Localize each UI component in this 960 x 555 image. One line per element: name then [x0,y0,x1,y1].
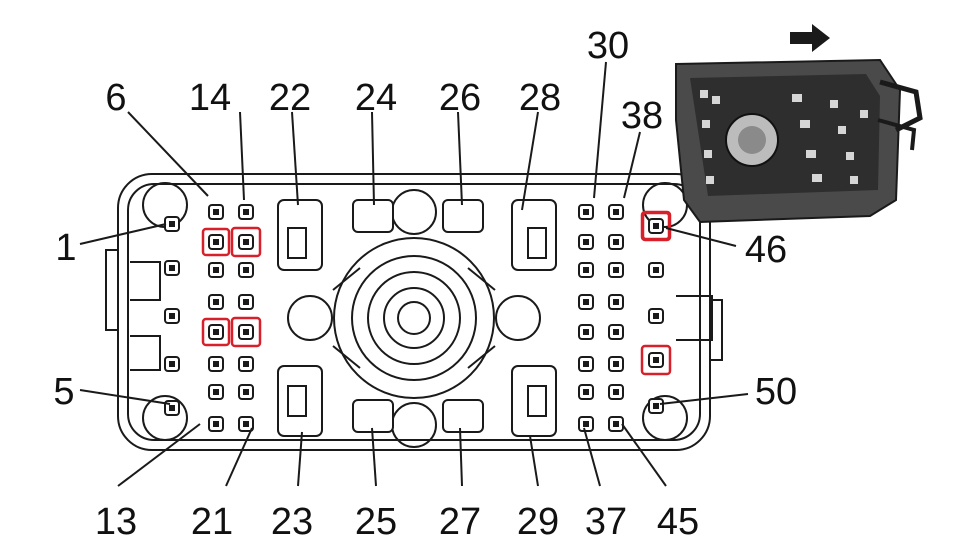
arrow-right-icon [790,24,830,52]
pin-label-24: 24 [355,77,397,119]
pin-cavity [208,356,224,372]
highlighted-pin-box [640,210,672,242]
cavity-27 [442,399,484,433]
pin-cavity [201,317,231,347]
pin-label-50: 50 [755,371,797,413]
pin-label-46: 46 [745,229,787,271]
pin-cavity [164,216,180,232]
pin-cavity [578,294,594,310]
pin-label-21: 21 [191,501,233,543]
pin-labels-left: 1 5 [53,227,76,413]
highlight-box [201,227,231,257]
pin-cavity [238,356,254,372]
pin-cavity [164,260,180,276]
pin-cavity [578,324,594,340]
pin-label-27: 27 [439,501,481,543]
pin-label-6: 6 [105,77,126,119]
pin-cavity [578,204,594,220]
pin-label-30: 30 [587,25,629,67]
pin-cavity [608,204,624,220]
pin-label-23: 23 [271,501,313,543]
pin-label-29: 29 [517,501,559,543]
pin-cavity [608,384,624,400]
pin-cavity [578,234,594,250]
pin-labels-right: 46 50 [745,229,797,413]
connector-photo-icon [675,58,923,224]
pin-label-1: 1 [55,227,76,269]
highlighted-pin-box [640,344,672,376]
pin-label-5: 5 [53,371,74,413]
pin-label-25: 25 [355,501,397,543]
pin-cavity [608,234,624,250]
pin-label-45: 45 [657,501,699,543]
pin-cavity [238,262,254,278]
pin-label-22: 22 [269,77,311,119]
pin-cavity [208,204,224,220]
leader-lines [79,61,749,487]
pin-label-13: 13 [95,501,137,543]
pin-cavity [648,352,664,368]
cavity-25 [352,399,394,433]
cavity-26 [442,199,484,233]
pin-cavity [648,308,664,324]
connector-housing [105,173,723,451]
pin-cavity [578,384,594,400]
pin-labels-top: 6 14 22 24 26 28 30 38 [105,25,663,137]
highlighted-pin-box [230,226,262,258]
pin-cavity [201,227,231,257]
pin-cavity [238,294,254,310]
pin-cavity [608,416,624,432]
pin-cavity [608,262,624,278]
pin-cavities [164,204,672,432]
pin-label-14: 14 [189,77,231,119]
pin-cavity [608,356,624,372]
highlighted-pin-box [230,316,262,348]
highlight-box [201,317,231,347]
pin-cavity [608,294,624,310]
pin-cavity [238,234,254,250]
pin-cavity [238,416,254,432]
pin-cavity [608,324,624,340]
pin-cavity [578,356,594,372]
pin-cavity [238,384,254,400]
pin-cavity [208,294,224,310]
pin-cavity [648,262,664,278]
center-shroud [287,189,541,448]
pin-cavity [164,356,180,372]
pin-cavity [208,416,224,432]
pin-cavity [648,398,664,414]
large-terminal-cavities [277,199,557,437]
pin-cavity [578,416,594,432]
pin-labels-bottom: 13 21 23 25 27 29 37 45 [95,501,699,543]
pin-cavity [238,204,254,220]
pin-cavity [164,308,180,324]
pin-label-26: 26 [439,77,481,119]
pin-label-37: 37 [585,501,627,543]
pin-cavity [208,384,224,400]
pin-label-38: 38 [621,95,663,137]
pin-cavity [238,324,254,340]
pin-label-28: 28 [519,77,561,119]
pin-cavity [578,262,594,278]
pin-cavity [208,262,224,278]
